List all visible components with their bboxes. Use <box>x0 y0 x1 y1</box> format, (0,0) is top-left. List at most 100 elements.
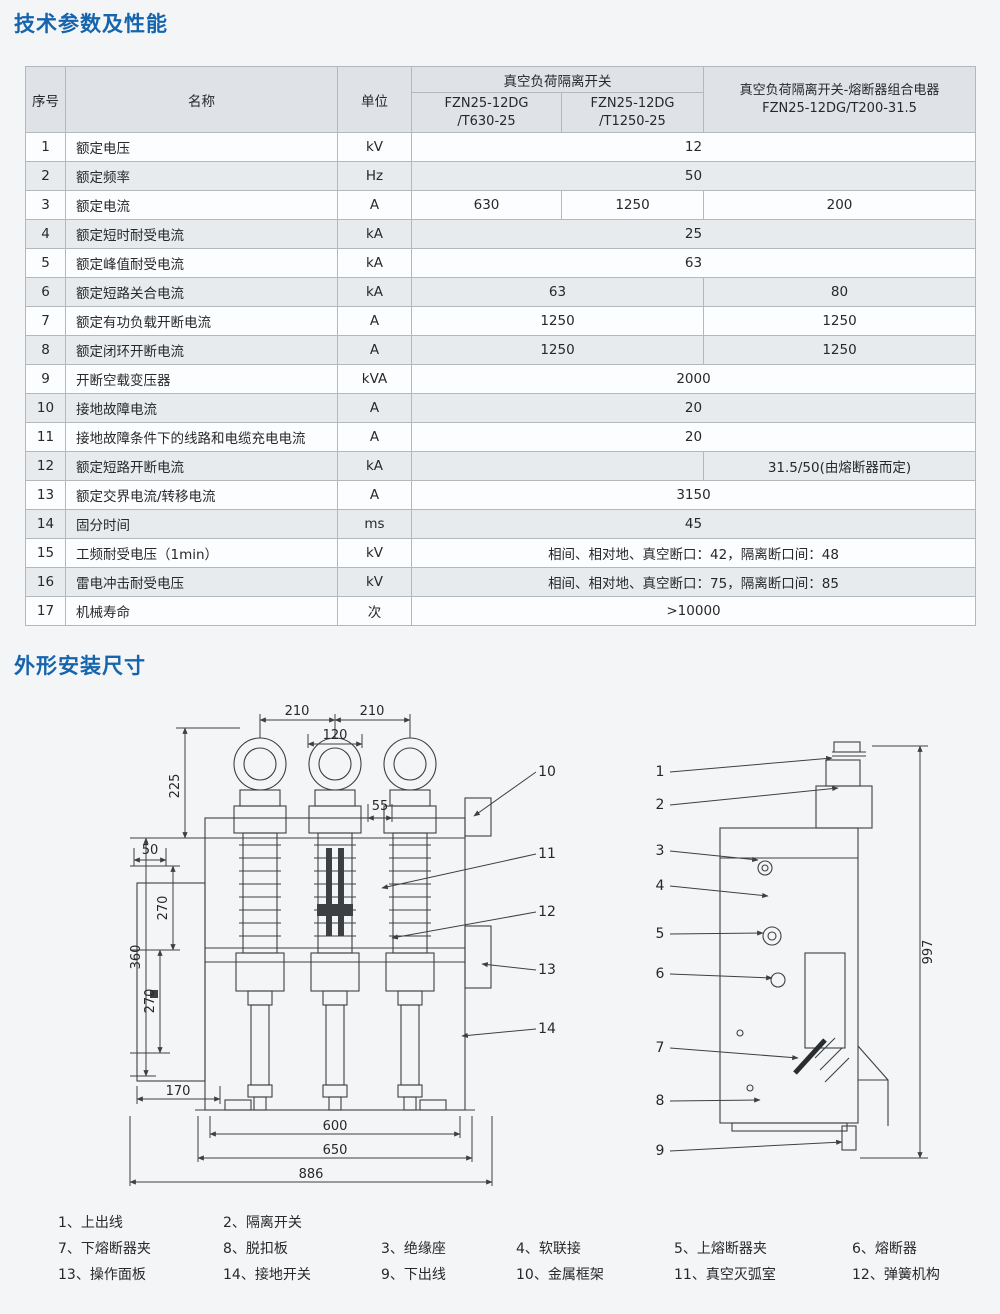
cell-no: 5 <box>25 248 66 279</box>
cell-unit: kA <box>337 248 412 279</box>
callout-11: 11 <box>538 846 556 862</box>
cell-no: 11 <box>25 422 66 453</box>
callout-2: 2 <box>656 797 665 813</box>
dim-label-997: 997 <box>921 940 936 965</box>
cell-unit: A <box>337 393 412 424</box>
legend-item: 9、下出线 <box>381 1267 446 1283</box>
cell-value: 45 <box>411 509 976 540</box>
callout-14: 14 <box>538 1021 556 1037</box>
dim-label-210b: 210 <box>360 704 385 719</box>
front-dimension-lines <box>129 714 493 1186</box>
cell-value: 1250 <box>703 335 976 366</box>
cell-name: 额定交界电流/转移电流 <box>65 480 338 511</box>
cell-name: 接地故障条件下的线路和电缆充电电流 <box>65 422 338 453</box>
cell-value: 12 <box>411 132 976 163</box>
model1-line2: /T630-25 <box>457 113 516 129</box>
dim-label-270a: 270 <box>156 896 171 921</box>
cell-no: 8 <box>25 335 66 366</box>
legend-item: 6、熔断器 <box>852 1241 917 1257</box>
cell-value: 3150 <box>411 480 976 511</box>
cell-value: 25 <box>411 219 976 250</box>
cell-name: 额定闭环开断电流 <box>65 335 338 366</box>
legend-item <box>674 1212 852 1238</box>
cell-name: 工频耐受电压（1min） <box>65 538 338 569</box>
cell-value: 1250 <box>561 190 704 221</box>
callout-7: 7 <box>656 1040 665 1056</box>
cell-unit: A <box>337 190 412 221</box>
callout-3: 3 <box>656 843 665 859</box>
col-header-model2: FZN25-12DG /T1250-25 <box>561 91 704 134</box>
spring-detail <box>793 1038 827 1075</box>
legend-item: 5、上熔断器夹 <box>674 1241 767 1257</box>
legend-item: 4、软联接 <box>516 1241 581 1257</box>
section-title-dimensions: 外形安装尺寸 <box>14 654 146 678</box>
side-callout-leaders <box>669 755 843 1152</box>
switch-front-structure <box>136 737 492 1111</box>
front-view-drawing: 210 210 120 225 55 50 270 360 270 170 60… <box>129 704 556 1186</box>
cell-unit: A <box>337 335 412 366</box>
cell-name: 开断空载变压器 <box>65 364 338 395</box>
cell-value: 31.5/50(由熔断器而定) <box>703 451 976 482</box>
group2-line1: 真空负荷隔离开关-熔断器组合电器 <box>739 83 940 98</box>
legend-item: 7、下熔断器夹 <box>58 1241 151 1257</box>
cell-no: 6 <box>25 277 66 308</box>
dim-label-360: 360 <box>129 945 144 970</box>
cell-value: 相间、相对地、真空断口：75，隔离断口间：85 <box>411 567 976 598</box>
legend-item: 12、弹簧机构 <box>852 1267 940 1283</box>
legend-item: 3、绝缘座 <box>381 1241 446 1257</box>
cell-unit: kA <box>337 277 412 308</box>
cell-value: 相间、相对地、真空断口：42，隔离断口间：48 <box>411 538 976 569</box>
cell-name: 额定短时耐受电流 <box>65 219 338 250</box>
cell-no: 15 <box>25 538 66 569</box>
callout-5: 5 <box>656 926 665 942</box>
cell-unit: kV <box>337 567 412 598</box>
model2-line2: /T1250-25 <box>599 113 666 129</box>
mechanism-detail <box>150 848 353 998</box>
cell-value: 63 <box>411 248 976 279</box>
cell-value: 80 <box>703 277 976 308</box>
cell-value: 200 <box>703 190 976 221</box>
callout-10: 10 <box>538 764 556 780</box>
cell-no: 16 <box>25 567 66 598</box>
dim-label-600: 600 <box>323 1119 348 1134</box>
col-header-model1: FZN25-12DG /T630-25 <box>411 91 562 134</box>
group2-line2: FZN25-12DG/T200-31.5 <box>762 100 917 116</box>
cell-unit: kA <box>337 219 412 250</box>
dim-label-650: 650 <box>323 1143 348 1158</box>
cell-no: 13 <box>25 480 66 511</box>
callout-1: 1 <box>656 764 665 780</box>
cell-name: 机械寿命 <box>65 596 338 627</box>
model2-line1: FZN25-12DG <box>590 96 675 111</box>
model1-line1: FZN25-12DG <box>444 96 529 111</box>
side-dimension-lines <box>860 745 928 1159</box>
legend-item: 1、上出线 <box>58 1215 123 1231</box>
side-view-drawing: 1 2 3 4 5 6 7 8 9 997 <box>656 741 936 1159</box>
legend-item: 13、操作面板 <box>58 1267 146 1283</box>
cell-name: 额定短路开断电流 <box>65 451 338 482</box>
cell-name: 额定电流 <box>65 190 338 221</box>
callout-6: 6 <box>656 966 665 982</box>
cell-value: 1250 <box>703 306 976 337</box>
cell-value: 630 <box>411 190 562 221</box>
legend-item <box>852 1212 1000 1238</box>
cell-unit: A <box>337 422 412 453</box>
dim-label-270b: 270 <box>143 989 158 1014</box>
cell-unit: A <box>337 480 412 511</box>
callout-12: 12 <box>538 904 556 920</box>
cell-name: 额定频率 <box>65 161 338 192</box>
legend-item: 11、真空灭弧室 <box>674 1267 776 1283</box>
cell-no: 10 <box>25 393 66 424</box>
legend-item: 8、脱扣板 <box>223 1241 288 1257</box>
